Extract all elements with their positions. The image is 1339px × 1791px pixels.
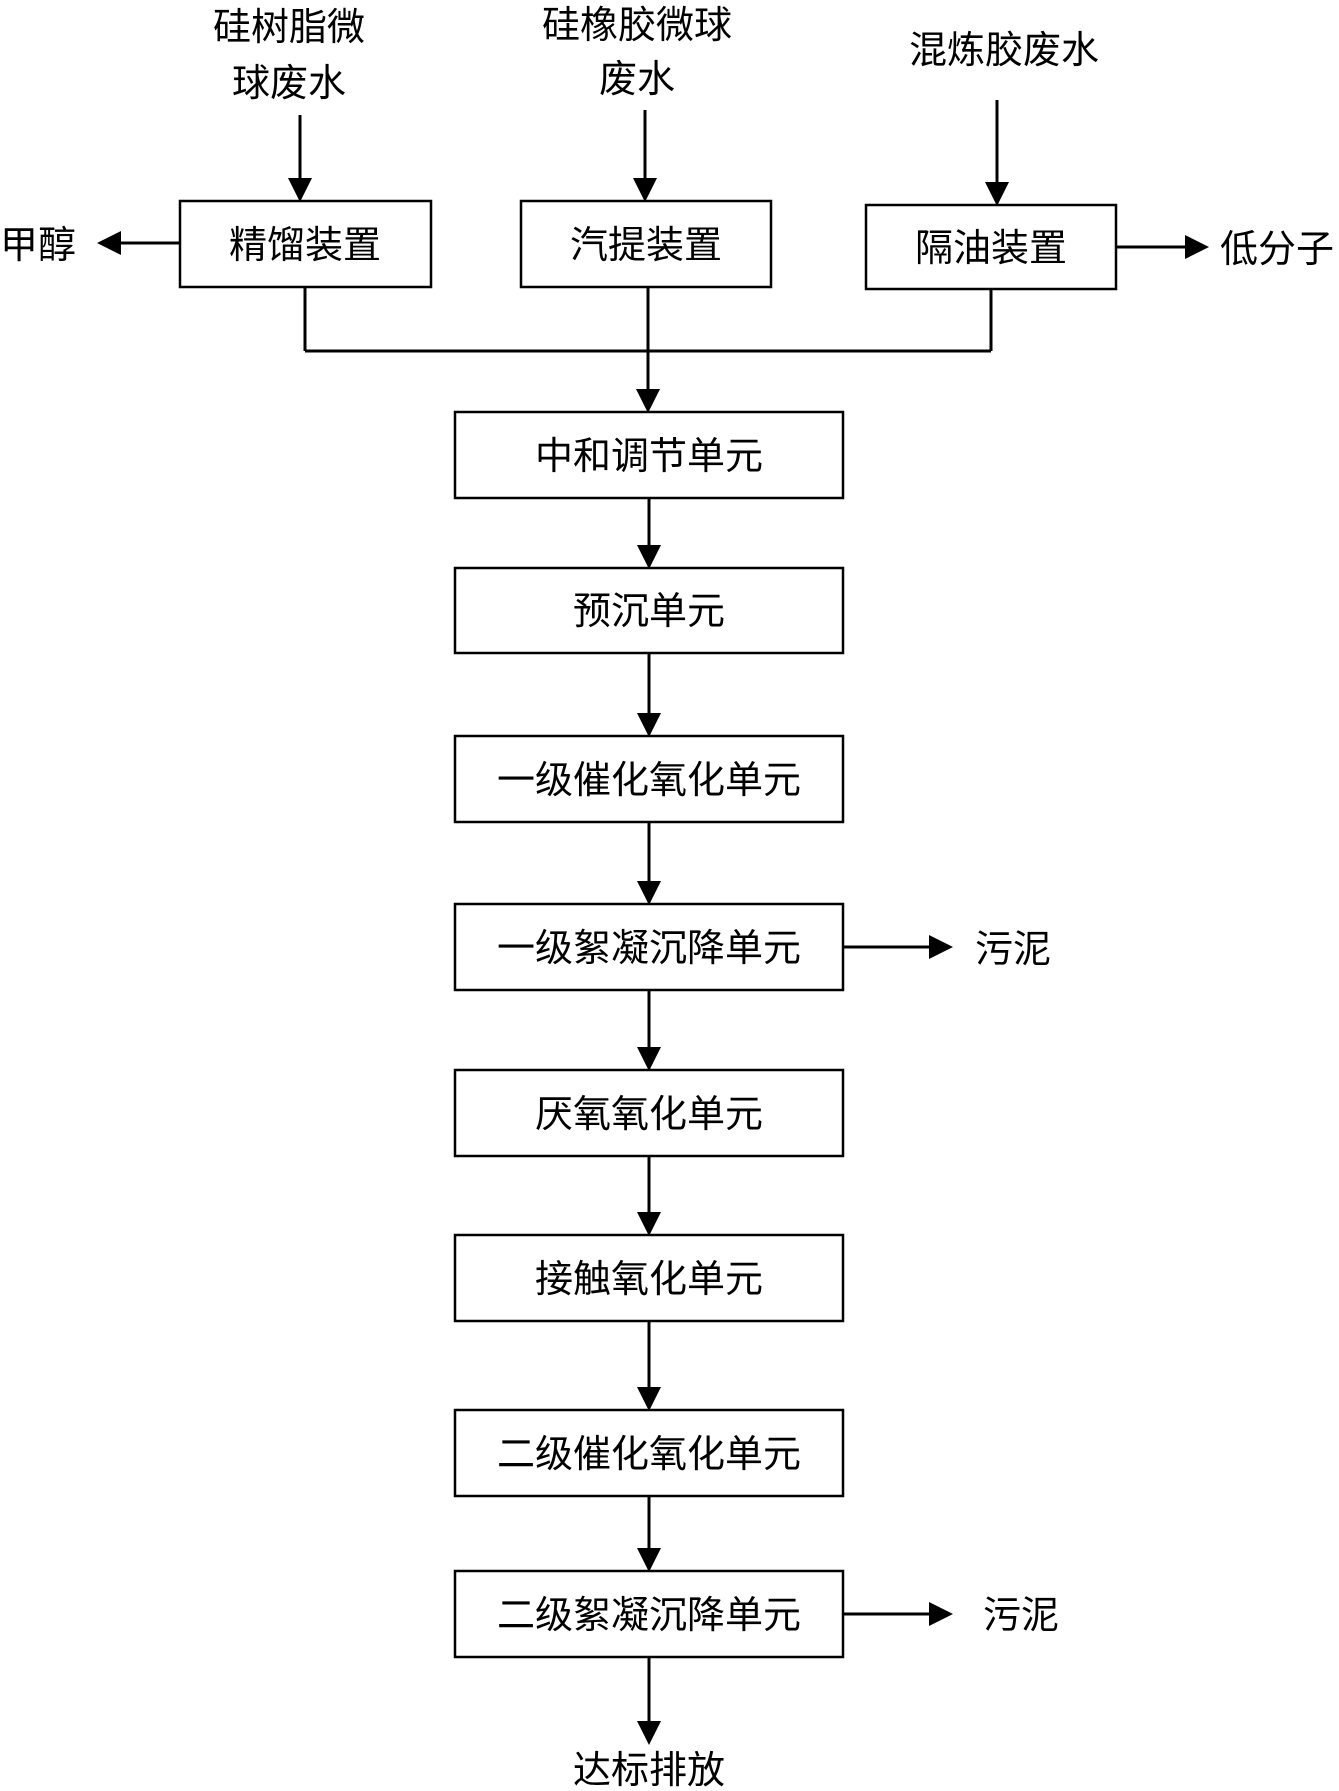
source-resin-label-2: 球废水 (232, 61, 346, 105)
source-rubber-label-1: 硅橡胶微球 (542, 3, 732, 47)
stripping-label: 汽提装置 (570, 223, 722, 267)
methanol-label: 甲醇 (0, 223, 76, 267)
catalytic-oxidation-2-label: 二级催化氧化单元 (497, 1432, 801, 1476)
flocculation-1-box (453, 902, 845, 992)
discharge-label: 达标排放 (573, 1748, 725, 1791)
pre-settling-label: 预沉单元 (573, 589, 725, 633)
flocculation-2-box (453, 1569, 845, 1659)
stripping-box (519, 199, 773, 289)
distillation-label: 精馏装置 (229, 223, 381, 267)
low-molecular-label: 低分子 (1220, 227, 1334, 271)
anaerobic-oxidation-box (453, 1068, 845, 1158)
catalytic-oxidation-2-box (453, 1408, 845, 1498)
flocculation-1-label: 一级絮凝沉降单元 (497, 926, 801, 970)
source-rubber-label-2: 废水 (599, 57, 675, 101)
distillation-box (178, 199, 433, 289)
sludge-1-label: 污泥 (975, 927, 1051, 971)
pre-settling-box (453, 566, 845, 655)
catalytic-oxidation-1-label: 一级催化氧化单元 (497, 758, 801, 802)
oil-separation-label: 隔油装置 (915, 226, 1067, 270)
contact-oxidation-box (453, 1233, 845, 1323)
catalytic-oxidation-1-box (453, 734, 845, 824)
flocculation-2-label: 二级絮凝沉降单元 (497, 1593, 801, 1637)
sludge-2-label: 污泥 (983, 1593, 1059, 1637)
oil-separation-box (864, 203, 1118, 291)
anaerobic-oxidation-label: 厌氧氧化单元 (535, 1092, 763, 1136)
source-compound-label: 混炼胶废水 (909, 28, 1099, 72)
source-resin-label-1: 硅树脂微 (213, 5, 365, 49)
neutralization-label: 中和调节单元 (535, 434, 763, 478)
contact-oxidation-label: 接触氧化单元 (535, 1257, 763, 1301)
